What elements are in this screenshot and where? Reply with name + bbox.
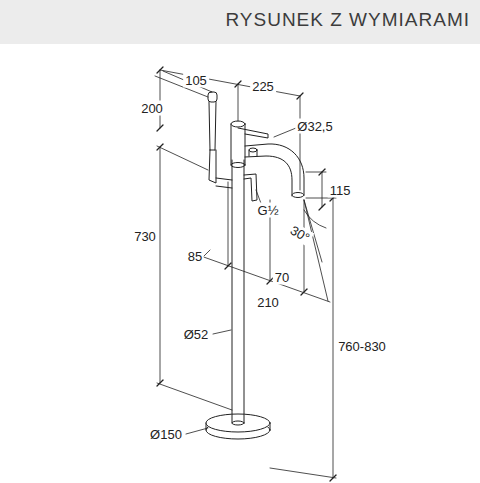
dimension-label: 760-830 bbox=[336, 339, 388, 354]
dimension-tick bbox=[157, 144, 163, 150]
dimension-tick bbox=[235, 81, 241, 87]
dimension-label: 115 bbox=[328, 183, 353, 198]
dimension-lines bbox=[155, 70, 336, 478]
page-title: RYSUNEK Z WYMIARAMI bbox=[225, 9, 470, 31]
dimension-label: 200 bbox=[139, 101, 165, 116]
base-plate bbox=[206, 414, 270, 439]
dimension-label: 730 bbox=[132, 229, 158, 244]
dimension-label: 210 bbox=[255, 295, 281, 310]
dimension-label: Ø150 bbox=[148, 427, 184, 442]
dimension-ticks bbox=[157, 67, 336, 481]
dimension-tick bbox=[157, 67, 163, 73]
dimension-tick bbox=[301, 289, 307, 295]
dimension-label: G½ bbox=[256, 203, 281, 218]
dimension-tick bbox=[319, 169, 325, 175]
dimension-tick bbox=[157, 125, 163, 131]
dimension-label: 105 bbox=[183, 73, 209, 88]
dimension-tick bbox=[157, 380, 163, 386]
hand-shower bbox=[208, 92, 257, 201]
dimension-label: 225 bbox=[250, 79, 276, 94]
dimension-tick bbox=[330, 475, 336, 481]
dimension-label: Ø32,5 bbox=[295, 119, 334, 134]
dimension-label: 85 bbox=[186, 249, 204, 264]
column bbox=[232, 160, 244, 425]
dimension-tick bbox=[297, 93, 303, 99]
dimension-tick bbox=[319, 204, 325, 210]
dimension-tick bbox=[225, 263, 231, 269]
dimension-label: 70 bbox=[273, 270, 291, 285]
dimension-label: Ø52 bbox=[182, 327, 211, 342]
spout bbox=[245, 144, 304, 198]
